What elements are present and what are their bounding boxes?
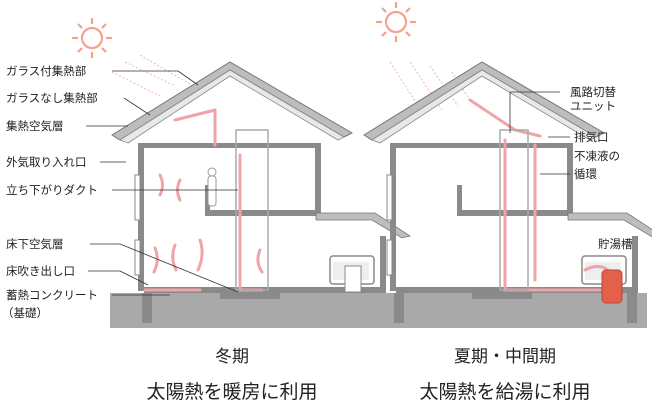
label-tank: 貯湯槽 — [598, 237, 633, 251]
winter-purpose-caption: 太陽熱を暖房に利用 — [146, 381, 317, 403]
summer-scene: 風路切替 ユニット 排気口 不凍液の 循環 貯湯槽 夏期・中間期 太陽熱を給湯に… — [361, 0, 652, 403]
summer-purpose-caption: 太陽熱を給湯に利用 — [419, 381, 590, 403]
winter-scene: ガラス付集熱部 ガラスなし集熱部 集熱空気層 外気取り入れ口 立ち下がりダクト … — [2, 16, 411, 403]
sun-rays — [111, 54, 201, 97]
label-switch-unit-2: ユニット — [570, 99, 616, 113]
duct-shape — [499, 129, 529, 291]
label-underfloor-air-layer: 床下空気層 — [6, 237, 64, 251]
label-foundation: （基礎） — [2, 306, 48, 320]
winter-airflow — [143, 108, 264, 292]
winter-house — [109, 61, 411, 329]
label-concrete: 蓄熱コンクリート — [6, 288, 98, 302]
label-switch-unit-1: 風路切替 — [570, 85, 616, 99]
label-exhaust: 排気口 — [574, 130, 609, 144]
sun-icon — [70, 16, 114, 60]
label-outside-air-intake: 外気取り入れ口 — [6, 155, 87, 169]
label-down-duct: 立ち下がりダクト — [6, 183, 98, 197]
label-nonglass-collector: ガラスなし集熱部 — [6, 91, 98, 105]
hot-water-tank — [601, 269, 623, 304]
summer-labels: 風路切替 ユニット 排気口 不凍液の 循環 貯湯槽 — [509, 85, 633, 251]
label-glass-collector: ガラス付集熱部 — [6, 64, 86, 78]
label-floor-outlet: 床吹き出し口 — [6, 264, 75, 278]
person-icon — [207, 167, 217, 207]
winter-season-caption: 冬期 — [215, 347, 249, 367]
label-antifreeze-2: 循環 — [574, 167, 597, 181]
down-duct-shape — [235, 129, 269, 291]
label-air-layer: 集熱空気層 — [6, 119, 64, 133]
label-antifreeze-1: 不凍液の — [574, 149, 620, 163]
winter-labels: ガラス付集熱部 ガラスなし集熱部 集熱空気層 外気取り入れ口 立ち下がりダクト … — [2, 64, 239, 320]
outdoor-unit — [344, 265, 362, 293]
summer-season-caption: 夏期・中間期 — [454, 347, 556, 367]
sun-icon — [374, 0, 418, 44]
